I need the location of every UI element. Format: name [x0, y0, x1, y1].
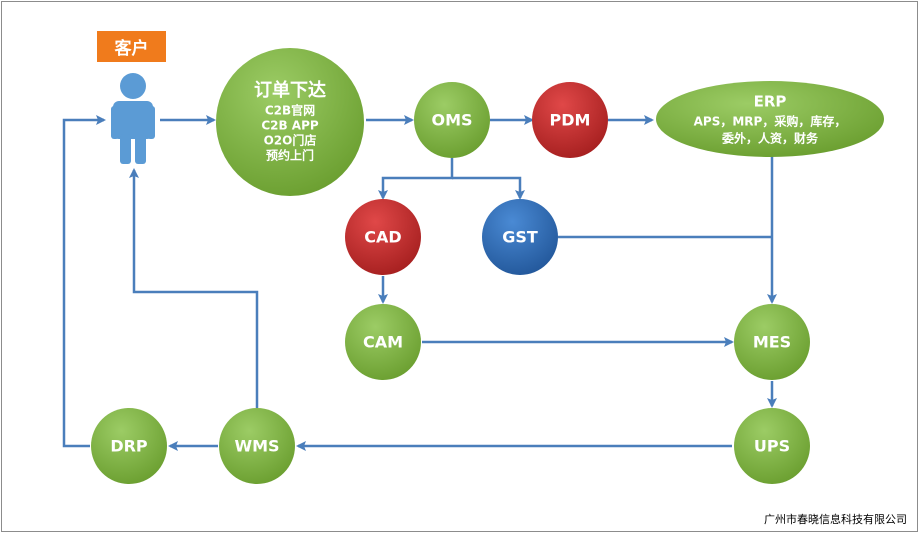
- edge-oms-split: [378, 158, 454, 200]
- drp-label: DRP: [110, 437, 148, 456]
- order-line-2: C2B APP: [261, 119, 319, 133]
- pdm-label: PDM: [550, 111, 591, 130]
- erp-line-2: 委外，人资，财务: [721, 131, 819, 146]
- edge-wms-customer: [129, 168, 259, 408]
- cam-label: CAM: [363, 333, 403, 352]
- ups-label: UPS: [754, 437, 790, 456]
- drp-node: DRP: [91, 408, 167, 484]
- erp-node: ERP APS，MRP，采购，库存， 委外，人资，财务: [656, 81, 884, 157]
- oms-label: OMS: [431, 111, 472, 130]
- order-line-3: O2O门店: [264, 133, 317, 148]
- customer-badge: 客户: [97, 31, 166, 62]
- ups-node: UPS: [734, 408, 810, 484]
- oms-node: OMS: [414, 82, 490, 158]
- edge-drp-customer: [62, 115, 106, 448]
- gst-label: GST: [502, 228, 538, 247]
- gst-node: GST: [482, 199, 558, 275]
- order-node: 订单下达 C2B官网 C2B APP O2O门店 预约上门: [216, 48, 364, 196]
- erp-title: ERP: [754, 93, 787, 111]
- wms-label: WMS: [234, 437, 279, 456]
- erp-line-1: APS，MRP，采购，库存，: [694, 114, 847, 129]
- cad-node: CAD: [345, 199, 421, 275]
- order-line-1: C2B官网: [265, 103, 315, 118]
- order-title: 订单下达: [254, 79, 326, 101]
- order-line-4: 预约上门: [266, 148, 314, 163]
- mes-node: MES: [734, 304, 810, 380]
- cam-node: CAM: [345, 304, 421, 380]
- wms-node: WMS: [219, 408, 295, 484]
- customer-person-icon: [111, 73, 155, 164]
- cad-label: CAD: [364, 228, 401, 247]
- mes-label: MES: [753, 333, 791, 352]
- company-name: 广州市春晓信息科技有限公司: [764, 513, 907, 526]
- edge-oms-gst: [452, 176, 525, 200]
- pdm-node: PDM: [532, 82, 608, 158]
